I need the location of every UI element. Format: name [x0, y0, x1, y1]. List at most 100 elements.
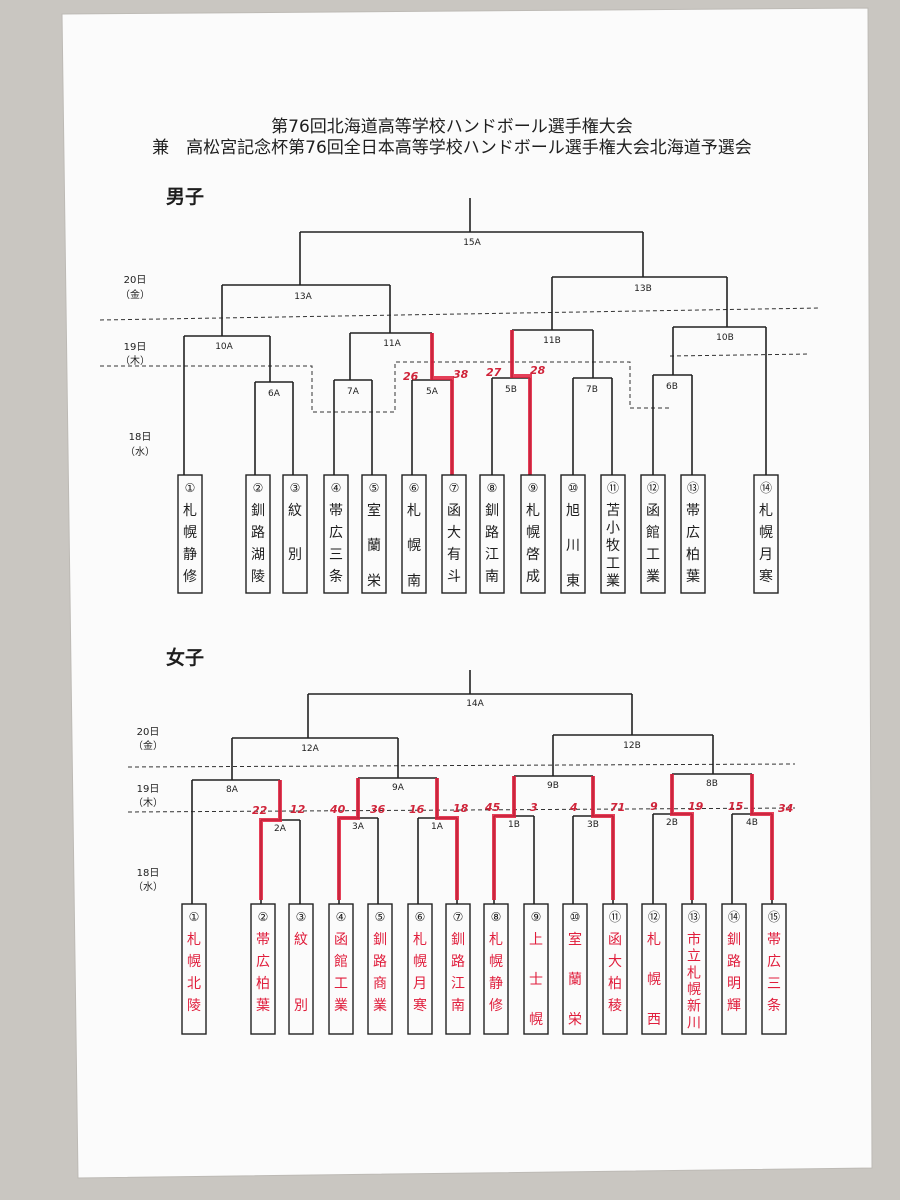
women-match-9a: 9A [392, 783, 405, 793]
women-score-6: 16 [409, 803, 425, 816]
women-team-box [250, 903, 276, 1035]
men-team-box [177, 474, 203, 594]
women-day19-date: 19日 [137, 784, 160, 795]
men-team-name: 札幌静修 [183, 503, 197, 585]
women-team-name: 室 蘭 栄 [568, 931, 582, 1028]
women-team-box [288, 903, 314, 1035]
women-match-9b: 9B [547, 781, 559, 791]
men-team-name: 札幌啓成 [526, 503, 540, 585]
women-match-8b: 8B [706, 779, 718, 789]
women-team-box [483, 903, 509, 1035]
men-team-number: ③ [290, 481, 301, 495]
women-team-number: ① [189, 910, 200, 924]
women-match-4b: 4B [746, 818, 758, 828]
women-team-number: ⑧ [491, 910, 502, 924]
men-team-5: ⑤ 室 蘭 栄 [361, 474, 387, 594]
women-team-8: ⑧ 札幌静修 [483, 903, 509, 1035]
men-team-box [600, 474, 626, 594]
men-match-6a: 6A [268, 389, 281, 399]
women-score-13: 19 [688, 800, 704, 813]
women-team-name: 札 幌 西 [647, 932, 661, 1028]
men-match-13b: 13B [634, 284, 652, 294]
women-scores: 22 12 40 36 16 18 45 3 4 71 9 19 15 34 [252, 800, 793, 817]
women-team-7: ⑦ 釧路江南 [445, 903, 471, 1035]
women-day20-dow: （金） [133, 739, 163, 752]
women-team-box [641, 903, 667, 1035]
women-match-1a: 1A [431, 822, 444, 832]
women-team-name: 市立札幌新川 [687, 931, 701, 1031]
men-date-dividers [99, 307, 821, 413]
women-team-number: ⑬ [688, 910, 700, 924]
men-team-box [753, 474, 779, 594]
men-team-name: 苫小牧工業 [606, 502, 620, 589]
women-section-label: 女子 [166, 646, 204, 669]
men-team-10: ⑩旭 川 東 [560, 474, 586, 594]
women-team-3: ③ 紋 別 [288, 903, 314, 1035]
women-team-12: ⑫ 札 幌 西 [641, 903, 667, 1035]
men-team-number: ② [253, 481, 264, 495]
women-score-4: 40 [329, 803, 346, 816]
women-team-number: ⑮ [768, 910, 780, 924]
men-score-9: 28 [530, 364, 546, 377]
men-team-number: ⑪ [607, 481, 619, 495]
women-match-14a: 14A [466, 699, 484, 709]
men-team-box [245, 474, 271, 594]
men-team-11: ⑪ 苫小牧工業 [600, 474, 626, 594]
women-match-2a: 2A [274, 824, 287, 834]
men-team-box [323, 474, 349, 594]
women-team-name: 札幌月寒 [413, 932, 427, 1014]
paper-sheet [61, 7, 873, 1179]
women-day-labels: 20日 （金） 19日 （木） 18日 （水） [133, 727, 163, 893]
women-score-15: 34 [778, 802, 793, 815]
women-team-name: 釧路江南 [451, 932, 465, 1014]
men-team-number: ⑤ [369, 481, 380, 495]
men-match-5b: 5B [505, 385, 517, 395]
women-team-name: 上 士 幌 [529, 932, 543, 1028]
men-team-name: 札 幌 南 [407, 503, 421, 589]
women-score-8: 45 [484, 801, 501, 814]
men-team-number: ⑨ [528, 481, 539, 495]
title-line1: 第76回北海道高等学校ハンドボール選手権大会 [271, 117, 633, 137]
men-team-9: ⑨ 札幌啓成 [520, 474, 546, 594]
women-day19-dow: （木） [133, 797, 163, 809]
women-team-13: ⑬ 市立札幌新川 [681, 903, 707, 1035]
men-day20-date: 20日 [124, 275, 147, 286]
women-team-box [407, 903, 433, 1035]
men-team-name: 室 蘭 栄 [367, 502, 381, 589]
women-team-name: 札幌北陵 [187, 932, 201, 1014]
men-team-box [401, 474, 427, 594]
men-team-3: ③紋 別 [282, 474, 308, 594]
women-team-number: ⑦ [453, 910, 464, 924]
women-team-number: ③ [296, 910, 307, 924]
women-team-box [681, 903, 707, 1035]
women-team-box [761, 903, 787, 1035]
men-team-8: ⑧ 釧路江南 [479, 474, 505, 594]
men-match-10a: 10A [215, 342, 233, 352]
men-team-number: ⑧ [487, 481, 498, 495]
men-day20-dow: （金） [120, 288, 150, 301]
men-match-11a: 11A [383, 339, 401, 349]
men-match-labels: 15A 13A 13B 10A 11A 11B 10B 6A 7A 5A 5B … [215, 238, 734, 399]
men-day18-dow: （水） [125, 446, 155, 458]
women-team-name: 札幌静修 [489, 932, 503, 1014]
men-team-number: ⑦ [449, 481, 460, 495]
women-winner-marks [259, 774, 774, 900]
women-team-name: 帯広柏葉 [256, 932, 270, 1014]
men-team-name: 釧路江南 [485, 503, 499, 585]
women-team-number: ⑫ [648, 910, 660, 924]
women-match-12a: 12A [301, 744, 319, 754]
men-team-name: 函大有斗 [447, 503, 461, 585]
men-team-number: ⑭ [760, 481, 772, 495]
men-team-name: 旭 川 東 [566, 503, 580, 589]
women-team-name: 紋 別 [294, 932, 308, 1014]
men-day18-date: 18日 [129, 432, 152, 443]
women-team-9: ⑨上 士 幌 [523, 903, 549, 1035]
women-score-12: 9 [650, 800, 658, 813]
men-team-box [680, 474, 706, 594]
men-team-number: ⑬ [687, 481, 699, 495]
men-score-7: 38 [453, 368, 469, 381]
men-team-box [520, 474, 546, 594]
